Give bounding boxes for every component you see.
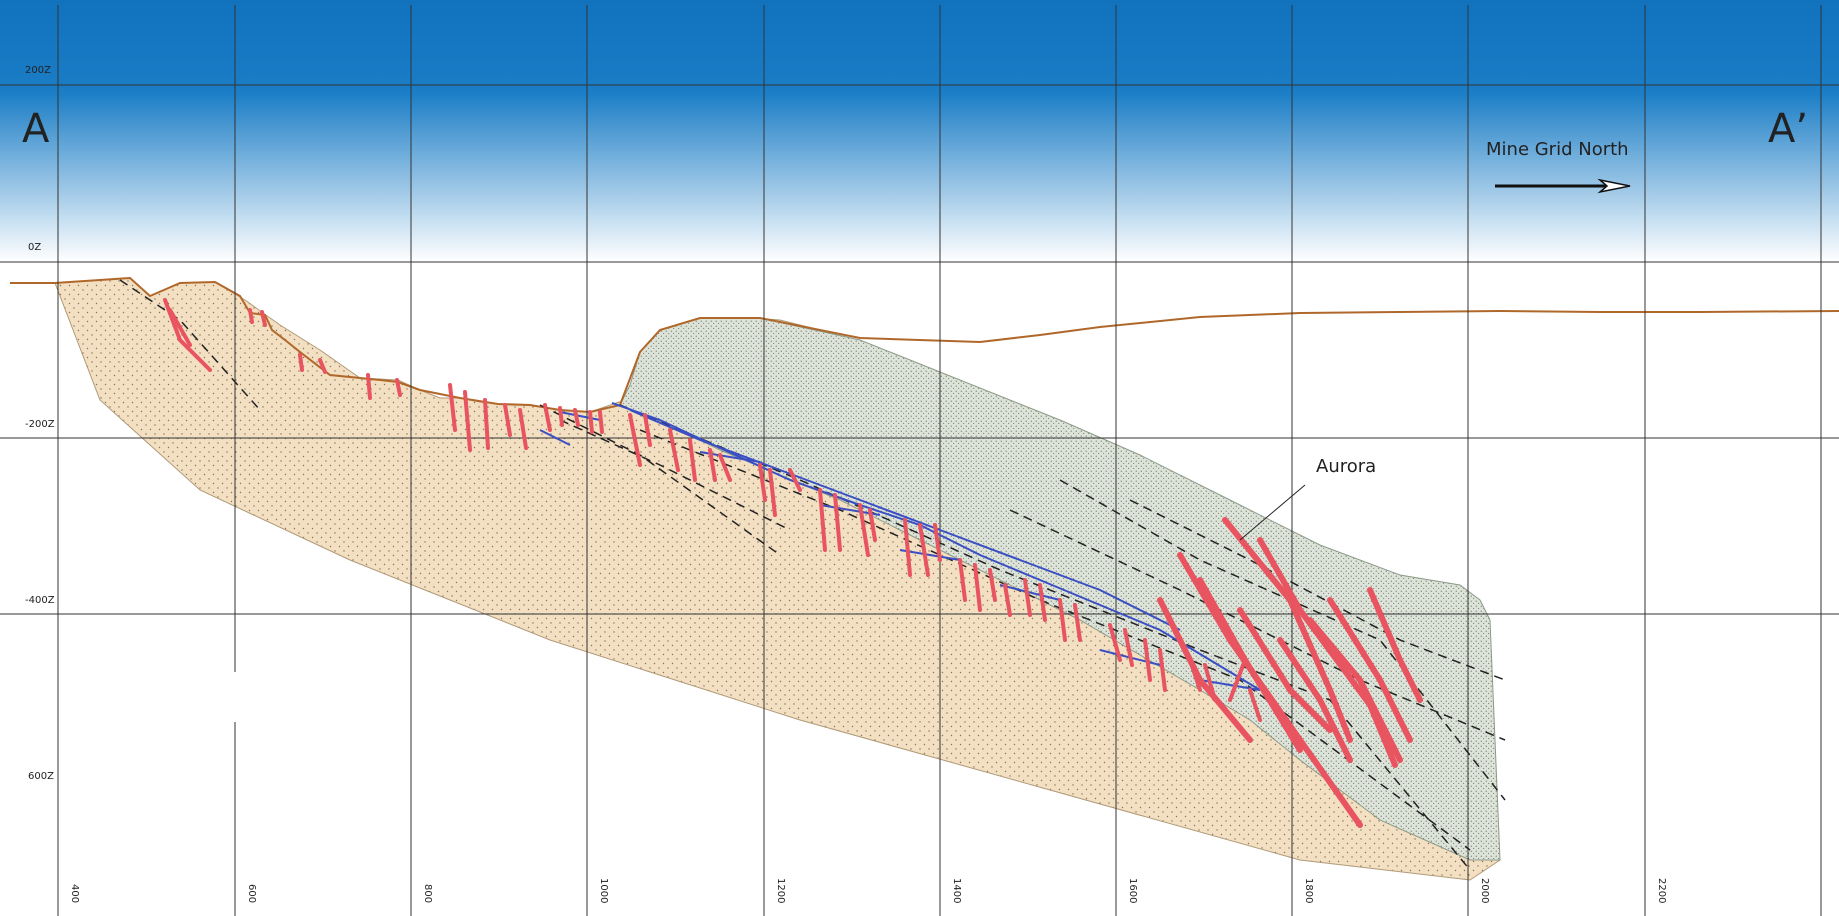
elevation-label-600z: 600Z [28,771,54,782]
aurora-vein-system [1157,517,1423,828]
footwall-unit [54,277,1501,881]
elevation-label-200z: 200Z [25,65,51,76]
elevation-label-0z: 0Z [28,242,41,253]
section-end-left: A [22,106,50,152]
aurora-leader-line [1239,484,1306,541]
elevation-labels: 200Z 0Z -200Z -400Z 600Z [25,65,55,782]
easting-label-2200: 2200 [1656,878,1667,903]
elevation-label-minus-400z: -400Z [25,595,55,606]
topography-line [10,276,1839,414]
easting-label-1200: 1200 [775,878,786,903]
easting-label-1800: 1800 [1303,878,1314,903]
section-end-right: A’ [1768,106,1808,152]
sky-band [0,0,1839,262]
easting-label-1600: 1600 [1127,878,1138,903]
easting-labels: 400 600 800 1000 1200 1400 1600 1800 200… [69,878,1667,903]
easting-label-1400: 1400 [951,878,962,903]
north-arrow-label: Mine Grid North [1486,139,1629,160]
easting-grid [57,5,1822,916]
easting-label-2000: 2000 [1479,878,1490,903]
elevation-grid [0,84,1839,615]
elevation-label-minus-200z: -200Z [25,419,55,430]
aurora-label: Aurora [1316,456,1376,477]
north-arrow [1495,178,1631,194]
easting-label-600: 600 [246,884,257,903]
easting-label-1000: 1000 [598,878,609,903]
mine-workings [539,402,1261,691]
easting-label-800: 800 [422,884,433,903]
easting-label-400: 400 [69,884,80,903]
